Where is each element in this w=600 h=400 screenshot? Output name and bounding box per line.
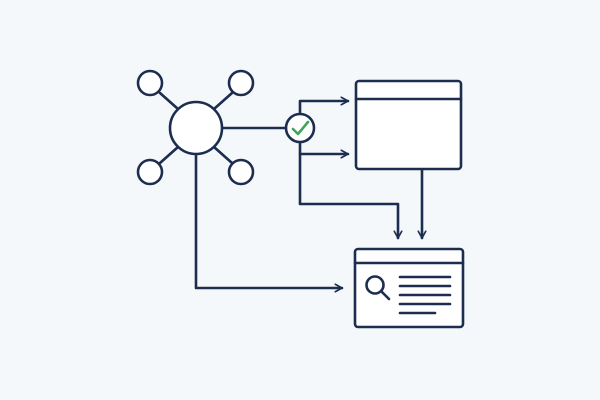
satellite-node-top-left: [136, 69, 164, 97]
network-hub-icon: [136, 69, 255, 186]
connector-check-to-search-panel: [298, 152, 398, 240]
satellite-node-bottom-left: [136, 158, 164, 186]
connector-hub-to-search-panel: [194, 152, 344, 288]
check-icon: [284, 112, 316, 144]
result-text-lines: [398, 275, 452, 315]
search-window-frame: [353, 247, 465, 329]
hub-center-node: [168, 100, 224, 156]
search-icon: [365, 275, 391, 301]
connector-check-to-window-top: [298, 101, 350, 117]
satellite-node-top-right: [227, 69, 255, 97]
satellite-node-bottom-right: [227, 158, 255, 186]
connector-check-to-window-middle: [298, 140, 350, 154]
window-frame: [354, 79, 463, 171]
search-results-window: [353, 247, 465, 329]
browser-window-icon: [354, 79, 463, 171]
